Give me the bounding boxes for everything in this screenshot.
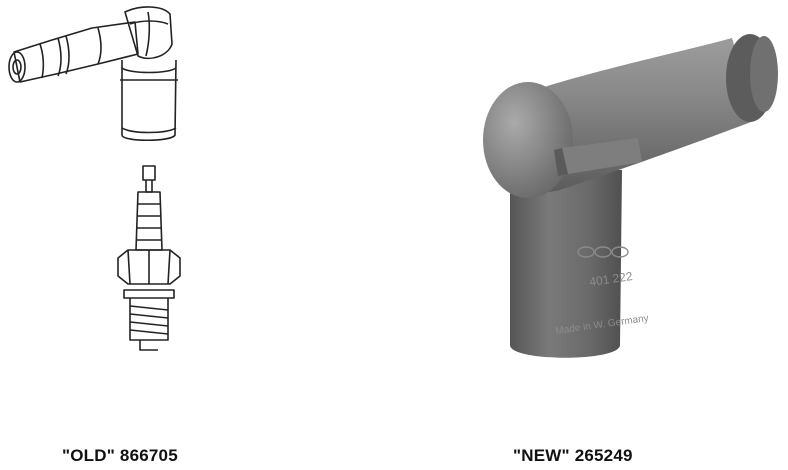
old-connector-and-spark-plug-drawing [8,6,181,351]
embossed-part-number: 401 222 [588,269,633,289]
old-part-caption: "OLD" 866705 [62,446,178,465]
embossed-logo [577,246,629,258]
old-spark-plug-drawing [117,165,181,351]
new-part-caption: "NEW" 265249 [513,446,633,465]
new-connector-render: 401 222 Made in W. Germany [483,34,778,358]
old-connector-drawing [8,6,178,141]
